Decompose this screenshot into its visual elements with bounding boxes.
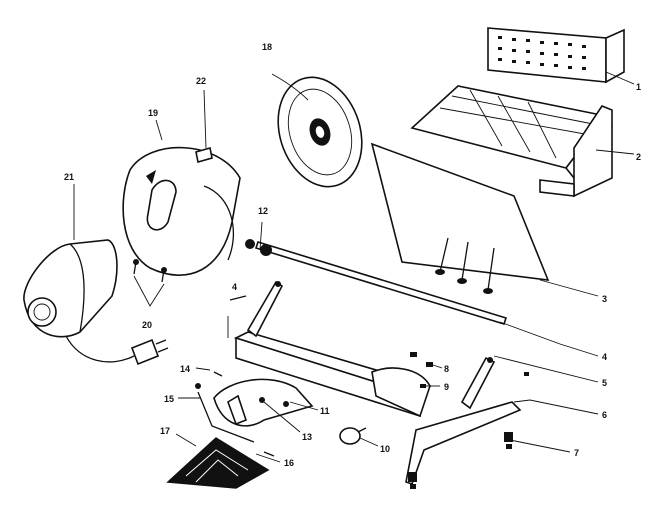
part-2-carriage-tray (410, 85, 613, 198)
part-21-motor (23, 239, 169, 366)
part-10-knob (339, 427, 367, 445)
callout-13: 13 (302, 432, 312, 442)
callout-4b: 4 (232, 282, 237, 292)
callout-22: 22 (196, 76, 206, 86)
callout-12: 12 (258, 206, 268, 216)
callout-19: 19 (148, 108, 158, 118)
callout-10: 10 (380, 444, 390, 454)
callout-8: 8 (444, 364, 449, 374)
part-19-housing-cover (122, 146, 241, 276)
part-15-rod (195, 371, 275, 457)
callout-5: 5 (602, 378, 607, 388)
callout-18: 18 (262, 42, 272, 52)
part-12-nuts (245, 239, 272, 256)
base-frame (233, 280, 522, 486)
part-18-blade (277, 76, 363, 188)
callout-21: 21 (64, 172, 74, 182)
callout-11: 11 (320, 406, 330, 416)
callout-9: 9 (444, 382, 449, 392)
callout-16: 16 (284, 458, 294, 468)
callout-14: 14 (180, 364, 190, 374)
callout-15: 15 (164, 394, 174, 404)
part-1-guard-plate (487, 27, 625, 84)
part-20-screws (133, 259, 167, 283)
callout-7: 7 (574, 448, 579, 458)
callout-3: 3 (602, 294, 607, 304)
part-3-deflector-plate (370, 142, 550, 294)
callout-4a: 4 (602, 352, 607, 362)
callout-1: 1 (636, 82, 641, 92)
callout-6: 6 (602, 410, 607, 420)
callout-20: 20 (142, 320, 152, 330)
part-17-foot-pad (166, 437, 270, 489)
leader-lines (73, 71, 635, 463)
callout-labels: 1 2 3 4 4 5 6 7 8 9 10 11 12 13 14 15 16… (64, 42, 641, 468)
callout-17: 17 (160, 426, 170, 436)
small-hardware (229, 295, 529, 489)
part-11-bracket (213, 378, 314, 427)
callout-2: 2 (636, 152, 641, 162)
part-4-guide-rod (254, 241, 508, 325)
